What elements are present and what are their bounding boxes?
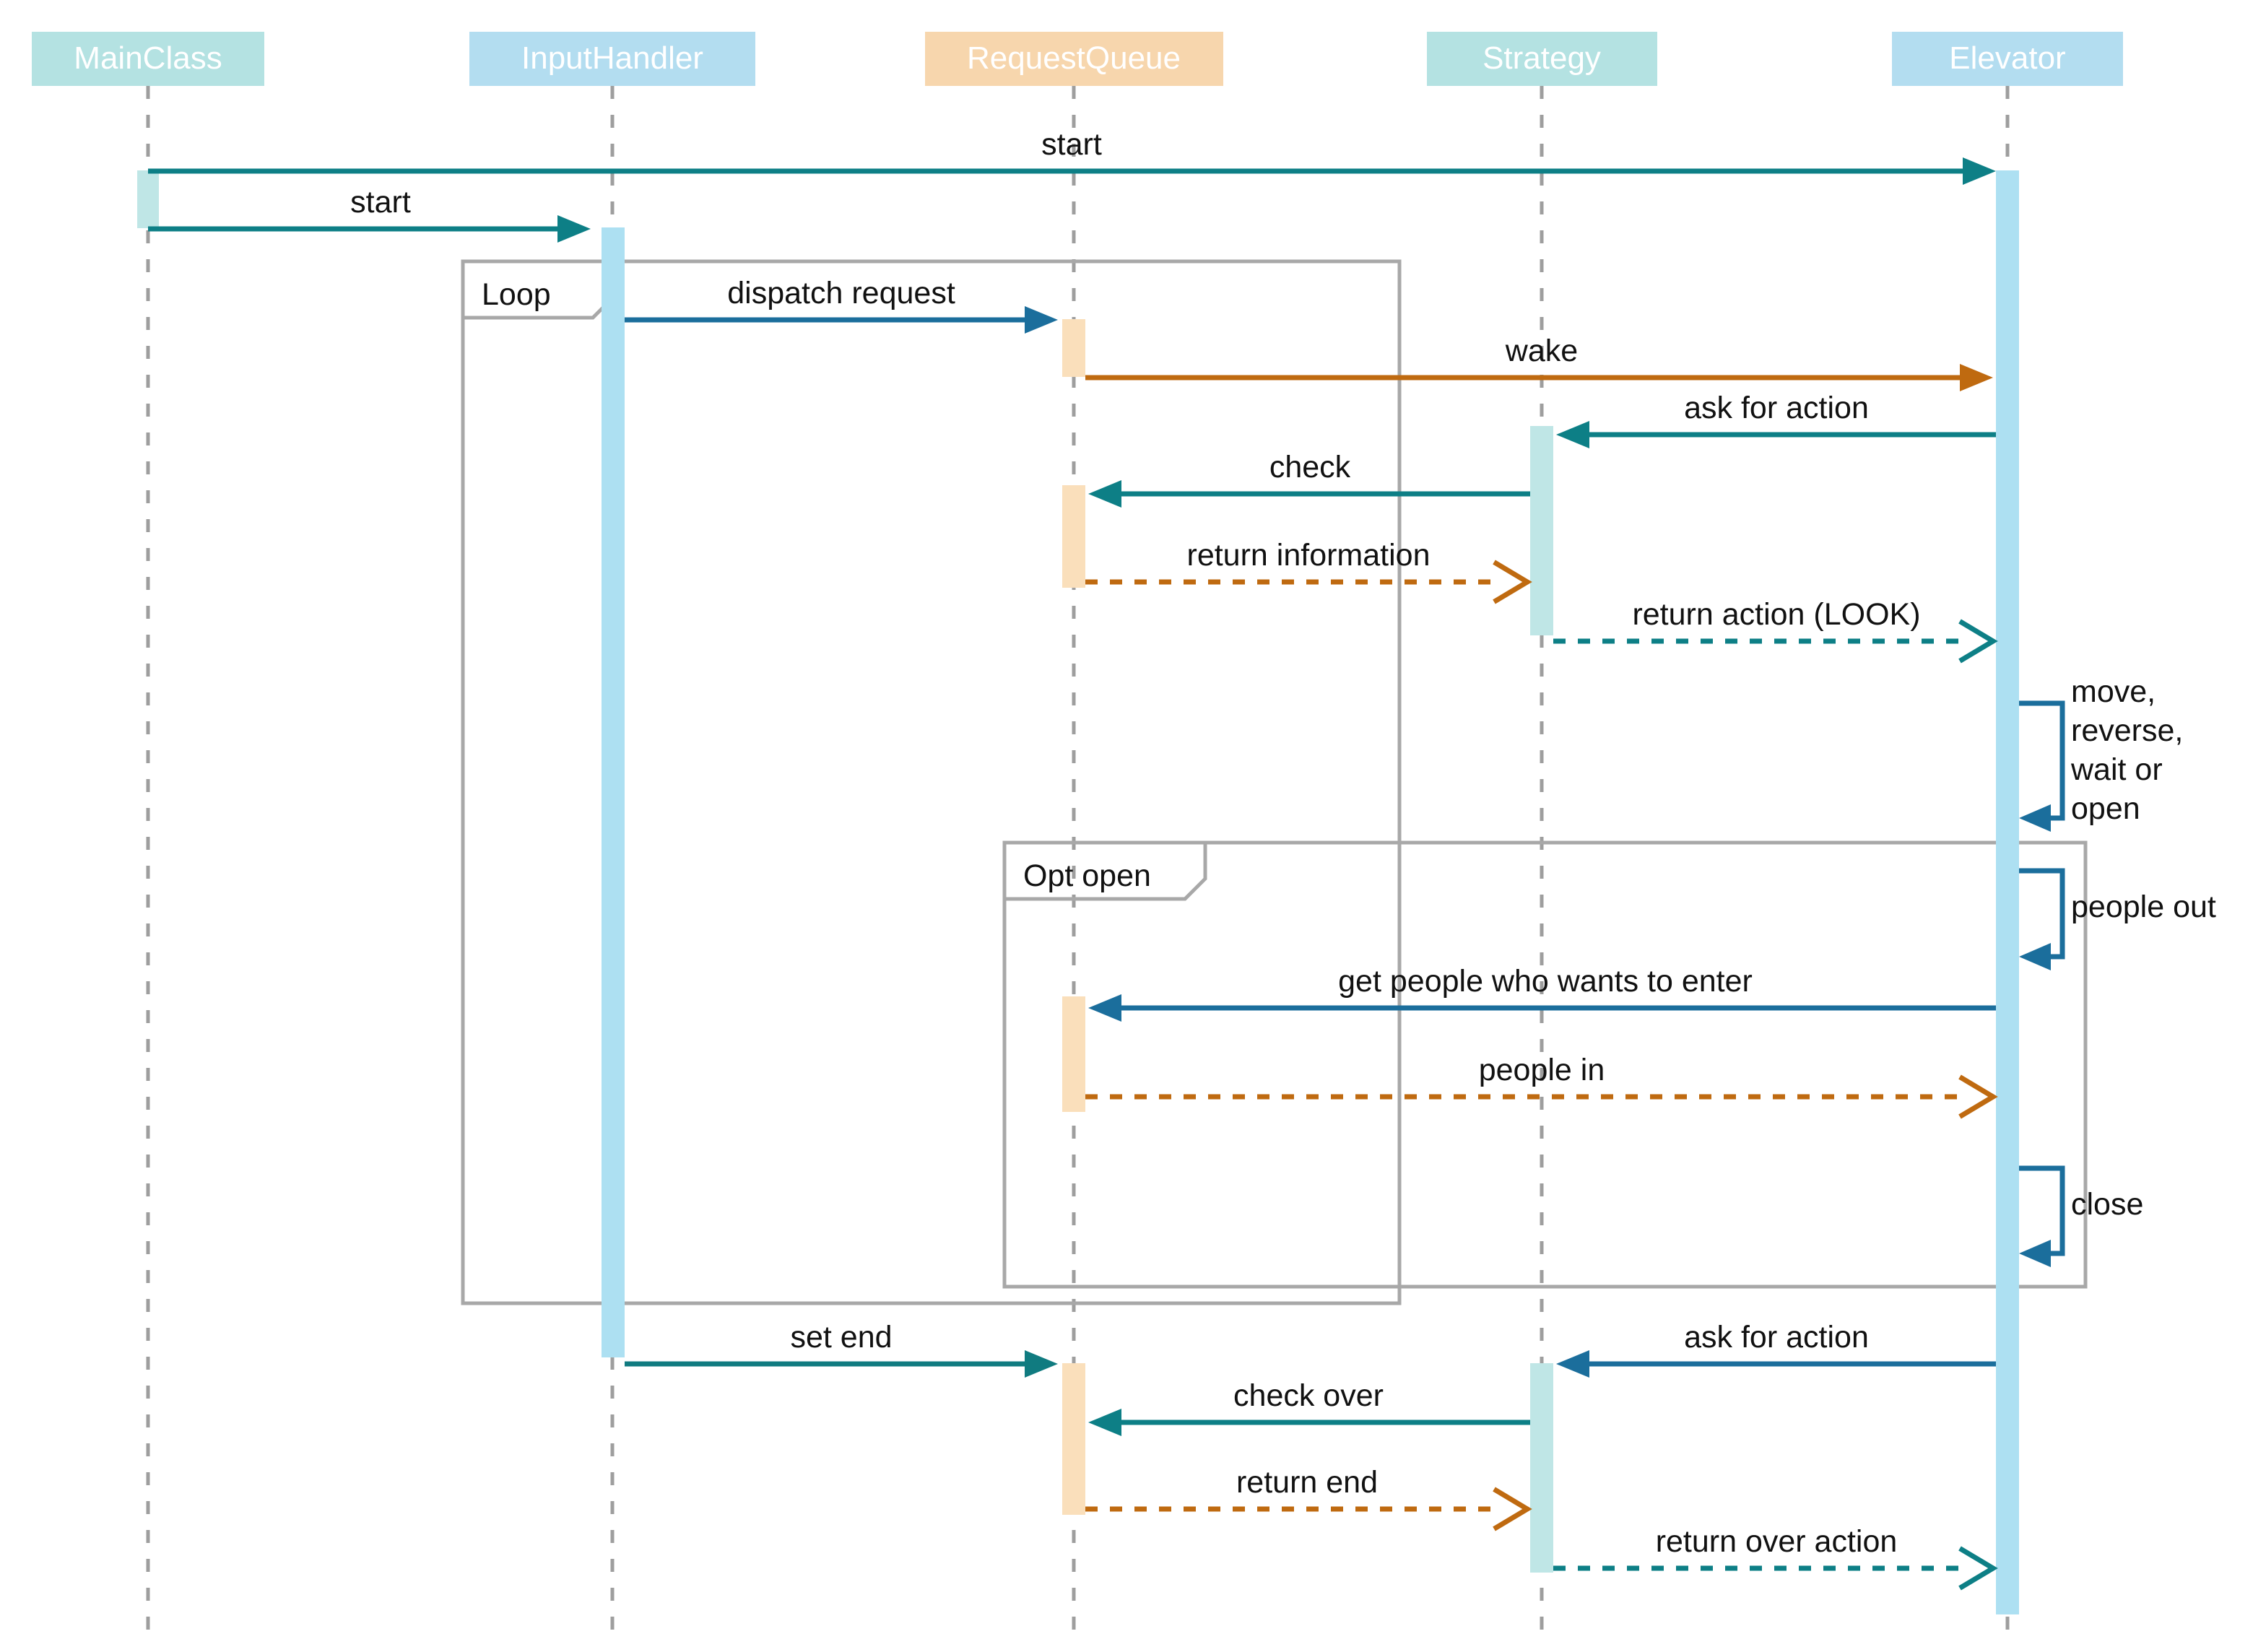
participant-label-requestqueue: RequestQueue (967, 40, 1181, 76)
message-arrowhead-m9 (1088, 994, 1121, 1022)
message-arrowhead-m10 (1958, 1074, 1998, 1119)
self-message-arrowhead-s2 (2019, 943, 2051, 970)
message-label-m11: set end (790, 1320, 892, 1355)
activation-bar-act-main-start (137, 170, 159, 228)
message-arrowhead-m7 (1493, 560, 1532, 604)
participant-box-inputhandler[interactable] (469, 32, 755, 86)
participant-box-mainclass[interactable] (32, 32, 264, 86)
self-message-arrowhead-s1 (2019, 804, 2051, 832)
self-message-label-line: close (2071, 1187, 2143, 1222)
self-message-label-line: reverse, (2071, 713, 2183, 748)
self-message-label-s1: move, reverse, wait or open (2070, 674, 2183, 826)
message-label-m15: return over action (1656, 1524, 1898, 1559)
activation-bar-act-queue-check (1062, 485, 1085, 588)
message-arrowhead-m2 (557, 215, 591, 243)
message-label-m9: get people who wants to enter (1338, 964, 1753, 999)
activations-layer (137, 170, 2019, 1614)
message-label-m13: check over (1233, 1378, 1384, 1413)
message-arrowhead-m3 (1025, 306, 1058, 334)
participant-label-strategy: Strategy (1483, 40, 1601, 76)
message-arrowhead-m11 (1025, 1350, 1058, 1378)
activation-bar-act-queue-people (1062, 996, 1085, 1112)
self-message-path-s1 (2019, 700, 2065, 821)
activation-bar-act-input-loop (602, 227, 625, 1357)
activation-bar-act-strategy-end (1530, 1363, 1553, 1573)
message-label-m1: start (1041, 127, 1102, 162)
fragment-label-loop: Loop (482, 277, 551, 312)
self-messages-layer: move, reverse, wait or open people out close (2019, 674, 2216, 1267)
participant-label-mainclass: MainClass (74, 40, 222, 76)
activation-bar-act-elevator-main (1996, 170, 2019, 1614)
message-arrowhead-m6 (1088, 480, 1121, 508)
participant-box-elevator[interactable] (1892, 32, 2123, 86)
participant-label-elevator: Elevator (1949, 40, 2065, 76)
self-message-label-line: open (2071, 791, 2140, 826)
activation-bar-act-strategy-action (1530, 426, 1553, 635)
self-message-path-s3 (2019, 1165, 2065, 1256)
activation-bar-act-queue-end (1062, 1363, 1085, 1515)
message-arrowhead-m1 (1963, 157, 1996, 185)
participant-box-strategy[interactable] (1427, 32, 1657, 86)
self-message-label-line: move, (2071, 674, 2156, 709)
self-message-label-line: wait or (2070, 752, 2163, 787)
activation-bar-act-queue-dispatch (1062, 319, 1085, 377)
message-arrowhead-m5 (1556, 421, 1589, 448)
message-label-m4: wake (1505, 334, 1578, 368)
message-arrowhead-m14 (1493, 1487, 1532, 1531)
message-label-m2: start (350, 185, 411, 219)
participant-label-inputhandler: InputHandler (521, 40, 703, 76)
fragment-box-opt-open (1002, 840, 2088, 1289)
self-message-label-line: people out (2071, 890, 2216, 924)
fragment-box-loop (461, 259, 1402, 1305)
message-label-m14: return end (1236, 1465, 1378, 1500)
message-label-m3: dispatch request (727, 276, 955, 310)
self-message-label-s3: close (2071, 1187, 2143, 1222)
self-message-label-s2: people out (2071, 890, 2216, 924)
self-message-path-s2 (2019, 868, 2065, 960)
fragment-label-opt-open: Opt open (1023, 858, 1151, 893)
messages-layer: start start dispatch request wake ask for ac… (148, 127, 1998, 1591)
message-arrowhead-m4 (1960, 364, 1993, 391)
participant-box-requestqueue[interactable] (925, 32, 1223, 86)
fragment-tag-opt-open (1004, 843, 1207, 901)
message-arrowhead-m13 (1088, 1409, 1121, 1436)
message-label-m10: people in (1479, 1053, 1605, 1087)
message-arrowhead-m8 (1958, 619, 1998, 664)
message-arrowhead-m12 (1556, 1350, 1589, 1378)
participant-headers-layer: MainClass InputHandler RequestQueue Strateg… (32, 32, 2123, 86)
message-label-m6: check (1269, 450, 1351, 484)
self-message-arrowhead-s3 (2019, 1240, 2051, 1267)
message-arrowhead-m15 (1958, 1546, 1998, 1591)
message-label-m7: return information (1187, 538, 1431, 573)
message-label-m12: ask for action (1684, 1320, 1869, 1355)
message-label-m8: return action (LOOK) (1632, 597, 1920, 632)
message-label-m5: ask for action (1684, 391, 1869, 425)
